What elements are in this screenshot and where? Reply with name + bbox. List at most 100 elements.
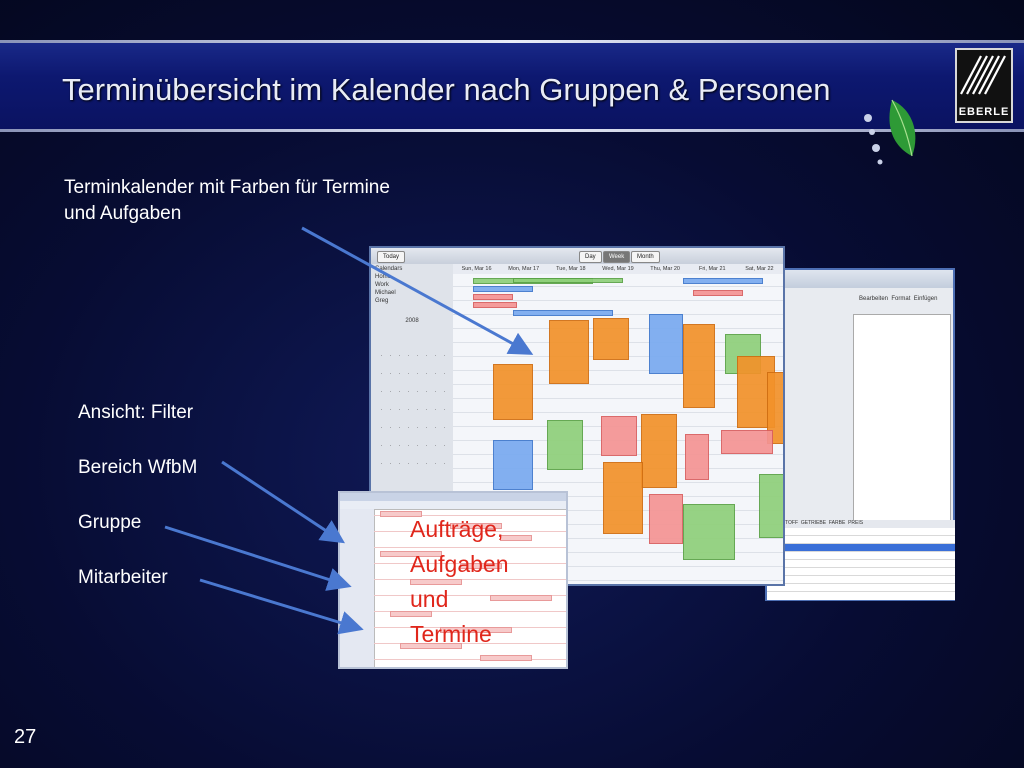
mini-calendar-day[interactable]: · xyxy=(398,425,401,431)
calendar-event[interactable] xyxy=(603,462,643,534)
mini-calendar-day[interactable]: · xyxy=(380,371,383,377)
calendar-event[interactable] xyxy=(473,286,533,292)
table-row[interactable] xyxy=(767,576,955,584)
mini-calendar-day[interactable]: · xyxy=(380,389,383,395)
calendar-event[interactable] xyxy=(683,504,735,560)
mini-calendar-day[interactable]: · xyxy=(443,389,446,395)
mini-calendar-day[interactable]: · xyxy=(380,443,383,449)
mini-calendar-day[interactable]: · xyxy=(407,389,410,395)
mini-calendar-day[interactable]: · xyxy=(434,407,437,413)
calendar-event[interactable] xyxy=(493,440,533,490)
mini-calendar-day[interactable]: · xyxy=(389,353,392,359)
menu-format[interactable]: Format xyxy=(891,296,911,302)
mini-calendar-day[interactable]: · xyxy=(434,353,437,359)
calendar-event[interactable] xyxy=(493,364,533,420)
mini-calendar-day[interactable]: · xyxy=(380,461,383,467)
mini-calendar-day[interactable]: · xyxy=(389,407,392,413)
mini-calendar[interactable]: · · · · · · · · · · · · · · · · · · · · · · · · · · · · · · · · · · · · · · · ·… xyxy=(377,344,449,470)
calendar-item-michael[interactable]: Michael xyxy=(375,290,396,296)
mini-calendar-day[interactable]: · xyxy=(443,461,446,467)
calendar-event[interactable] xyxy=(513,310,613,316)
mini-calendar-day[interactable]: · xyxy=(425,353,428,359)
mini-calendar-day[interactable]: · xyxy=(398,353,401,359)
mini-calendar-day[interactable]: · xyxy=(398,407,401,413)
calendar-item-home[interactable]: Home xyxy=(375,274,392,280)
mini-calendar-day[interactable]: · xyxy=(389,461,392,467)
month-view-button[interactable]: Month xyxy=(631,251,660,263)
mini-calendar-day[interactable]: · xyxy=(398,443,401,449)
mini-calendar-day[interactable]: · xyxy=(416,407,419,413)
mini-calendar-day[interactable]: · xyxy=(398,371,401,377)
calendar-item-work[interactable]: Work xyxy=(375,282,389,288)
calendar-event[interactable] xyxy=(547,420,583,470)
mini-calendar-day[interactable]: · xyxy=(434,443,437,449)
calendar-event[interactable] xyxy=(649,494,683,544)
table-row[interactable] xyxy=(767,584,955,592)
table-row[interactable] xyxy=(767,544,955,552)
mini-calendar-day[interactable]: · xyxy=(398,461,401,467)
mini-calendar-day[interactable]: · xyxy=(434,425,437,431)
timeline-bar[interactable] xyxy=(500,535,532,541)
mini-calendar-day[interactable]: · xyxy=(407,425,410,431)
calendar-event[interactable] xyxy=(549,320,589,384)
timeline-bar[interactable] xyxy=(490,595,552,601)
mini-calendar-day[interactable]: · xyxy=(416,371,419,377)
timeline-bar[interactable] xyxy=(390,611,432,617)
calendar-event[interactable] xyxy=(683,278,763,284)
mini-calendar-day[interactable]: · xyxy=(416,389,419,395)
mini-calendar-day[interactable]: · xyxy=(416,443,419,449)
menu-insert[interactable]: Einfügen xyxy=(913,296,938,302)
mini-calendar-day[interactable]: · xyxy=(416,425,419,431)
table-row[interactable] xyxy=(767,536,955,544)
timeline-bar[interactable] xyxy=(440,627,512,633)
mini-calendar-day[interactable]: · xyxy=(425,461,428,467)
mini-calendar-day[interactable]: · xyxy=(416,461,419,467)
mini-calendar-day[interactable]: · xyxy=(416,353,419,359)
week-view-button[interactable]: Week xyxy=(603,251,631,263)
mini-calendar-day[interactable]: · xyxy=(407,353,410,359)
calendar-event[interactable] xyxy=(685,434,709,480)
mini-calendar-day[interactable]: · xyxy=(389,389,392,395)
calendar-event[interactable] xyxy=(721,430,773,454)
calendar-event[interactable] xyxy=(513,278,623,283)
timeline-bar[interactable] xyxy=(450,523,502,529)
mini-calendar-day[interactable]: · xyxy=(407,371,410,377)
day-view-button[interactable]: Day xyxy=(579,251,602,263)
mini-calendar-day[interactable]: · xyxy=(443,407,446,413)
mini-calendar-day[interactable]: · xyxy=(389,425,392,431)
table-row[interactable] xyxy=(767,560,955,568)
calendar-event[interactable] xyxy=(601,416,637,456)
mini-calendar-day[interactable]: · xyxy=(425,407,428,413)
timeline-bar[interactable] xyxy=(380,511,422,517)
mini-calendar-day[interactable]: · xyxy=(407,443,410,449)
mini-calendar-day[interactable]: · xyxy=(443,353,446,359)
mini-calendar-day[interactable]: · xyxy=(425,389,428,395)
mini-calendar-day[interactable]: · xyxy=(389,443,392,449)
calendar-event[interactable] xyxy=(759,474,783,538)
today-button[interactable]: Today xyxy=(377,251,406,263)
table-row[interactable] xyxy=(767,568,955,576)
calendar-event[interactable] xyxy=(641,414,677,488)
timeline-bar[interactable] xyxy=(410,579,462,585)
mini-calendar-day[interactable]: · xyxy=(380,425,383,431)
calendar-event[interactable] xyxy=(649,314,683,374)
mini-calendar-day[interactable]: · xyxy=(443,371,446,377)
mini-calendar-day[interactable]: · xyxy=(380,407,383,413)
calendar-event[interactable] xyxy=(767,372,783,444)
timeline-bar[interactable] xyxy=(480,655,532,661)
menu-edit[interactable]: Bearbeiten xyxy=(859,296,889,302)
timeline-bar[interactable] xyxy=(400,643,462,649)
mini-calendar-day[interactable]: · xyxy=(443,425,446,431)
mini-calendar-day[interactable]: · xyxy=(434,389,437,395)
table-row[interactable] xyxy=(767,528,955,536)
mini-calendar-day[interactable]: · xyxy=(380,353,383,359)
timeline-bar[interactable] xyxy=(460,563,502,569)
mini-calendar-day[interactable]: · xyxy=(434,461,437,467)
mini-calendar-day[interactable]: · xyxy=(425,443,428,449)
calendar-event[interactable] xyxy=(473,302,517,308)
calendar-event[interactable] xyxy=(683,324,715,408)
mini-calendar-day[interactable]: · xyxy=(407,407,410,413)
calendar-event[interactable] xyxy=(473,294,513,300)
calendar-event[interactable] xyxy=(693,290,743,296)
